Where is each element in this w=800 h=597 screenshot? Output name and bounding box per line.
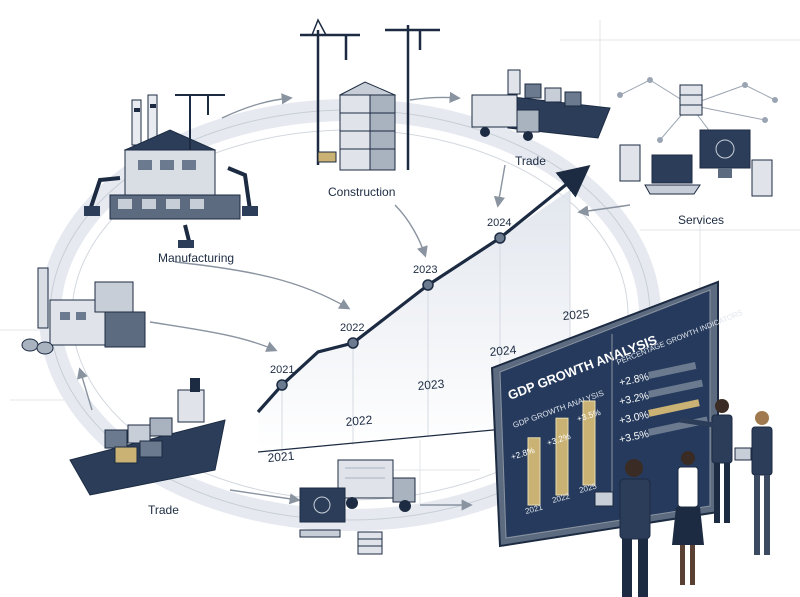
flow-arrows	[77, 91, 631, 511]
services-illustration	[617, 77, 778, 197]
board-bar-2	[582, 400, 596, 486]
board-bar-chart	[527, 400, 596, 506]
axis-label-2023: 2023	[417, 377, 445, 393]
point-2023	[422, 279, 434, 291]
trade-top-illustration	[471, 69, 611, 141]
presentation-board: GDP GROWTH ANALYSIS GDP GROWTH ANALYSIS …	[490, 280, 744, 548]
indicator-bar-0	[648, 362, 697, 379]
axis-label-2025: 2025	[562, 307, 590, 323]
person-front	[594, 459, 651, 597]
sector-label-trade-bottom: Trade	[148, 503, 179, 517]
point-2022	[347, 337, 359, 349]
person-presenter	[679, 399, 733, 523]
background-grid	[0, 20, 800, 520]
sector-label-manufacturing: Manufacturing	[158, 251, 234, 265]
point-2021	[276, 379, 288, 391]
truck-computer-illustration	[299, 459, 416, 555]
indicator-bar-1	[648, 379, 704, 398]
sector-label-construction: Construction	[328, 185, 395, 199]
point-label-2024: 2024	[487, 217, 511, 229]
person-woman	[672, 451, 704, 585]
point-label-2023: 2023	[413, 264, 437, 276]
point-label-2021: 2021	[270, 364, 294, 376]
board-bar-0	[527, 437, 541, 506]
person-tablet	[734, 411, 773, 555]
industrial-plant-illustration	[21, 267, 146, 355]
people-group	[594, 399, 773, 597]
point-label-2022: 2022	[340, 322, 364, 334]
axis-label-2022: 2022	[345, 413, 373, 429]
board-bar-1	[555, 417, 569, 496]
axis-label-2021: 2021	[267, 449, 295, 465]
factory-illustration	[84, 94, 258, 248]
construction-illustration	[300, 18, 440, 171]
point-2024	[494, 232, 506, 244]
sector-label-services: Services	[678, 213, 724, 227]
indicator-bar-2	[648, 399, 700, 417]
cargo-ship-illustration	[69, 378, 226, 496]
axis-label-2024: 2024	[489, 343, 517, 359]
sector-label-trade-top: Trade	[515, 154, 546, 168]
